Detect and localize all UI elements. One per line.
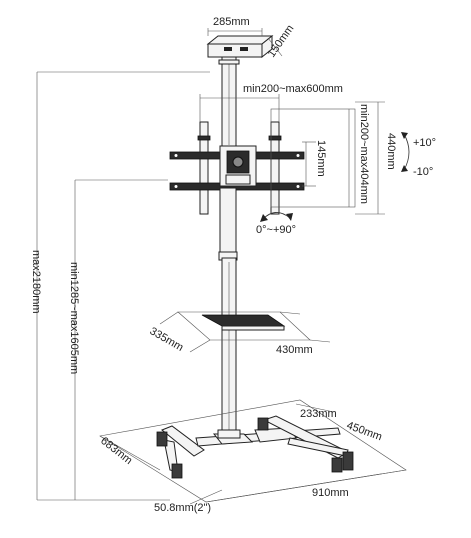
base-depth-label: 683mm: [98, 435, 134, 467]
rotation-label: 0°~+90°: [256, 224, 296, 236]
pole-diameter-label: 50.8mm(2"): [154, 502, 211, 514]
total-height-dimension: [36, 71, 210, 501]
shelf-depth-label: 335mm: [148, 325, 186, 354]
tilt-down-label: -10°: [413, 166, 433, 178]
total-height-label: max2180mm: [30, 250, 42, 314]
middle-shelf: [159, 311, 331, 353]
base-inner-width-label: 450mm: [345, 420, 384, 444]
bracket-inner-label: 145mm: [315, 140, 327, 177]
camera-shelf: [206, 28, 283, 59]
side-view-frame: [270, 101, 385, 215]
bracket-height-label: 440mm: [385, 133, 397, 170]
vesa-horizontal-label: min200~max600mm: [243, 83, 343, 95]
upper-pole: [218, 56, 240, 150]
screen-height-label: min1285~max1605mm: [68, 262, 80, 374]
base-width-label: 910mm: [312, 487, 349, 499]
vesa-bracket: [169, 121, 305, 215]
vesa-vertical-label: min200~max404mm: [358, 104, 370, 204]
base-frame: [99, 399, 407, 503]
caster-wheels: [156, 417, 354, 479]
tilt-up-label: +10°: [413, 137, 436, 149]
shelf-width-label: 430mm: [276, 344, 313, 356]
base-inner-depth-label: 233mm: [300, 408, 337, 420]
tilt-arrow-icon: [401, 132, 410, 172]
camera-shelf-width-label: 285mm: [213, 16, 250, 28]
screen-height-dimension: [74, 179, 168, 500]
rotation-arrow-icon: [260, 212, 293, 222]
main-pole: [218, 187, 238, 435]
